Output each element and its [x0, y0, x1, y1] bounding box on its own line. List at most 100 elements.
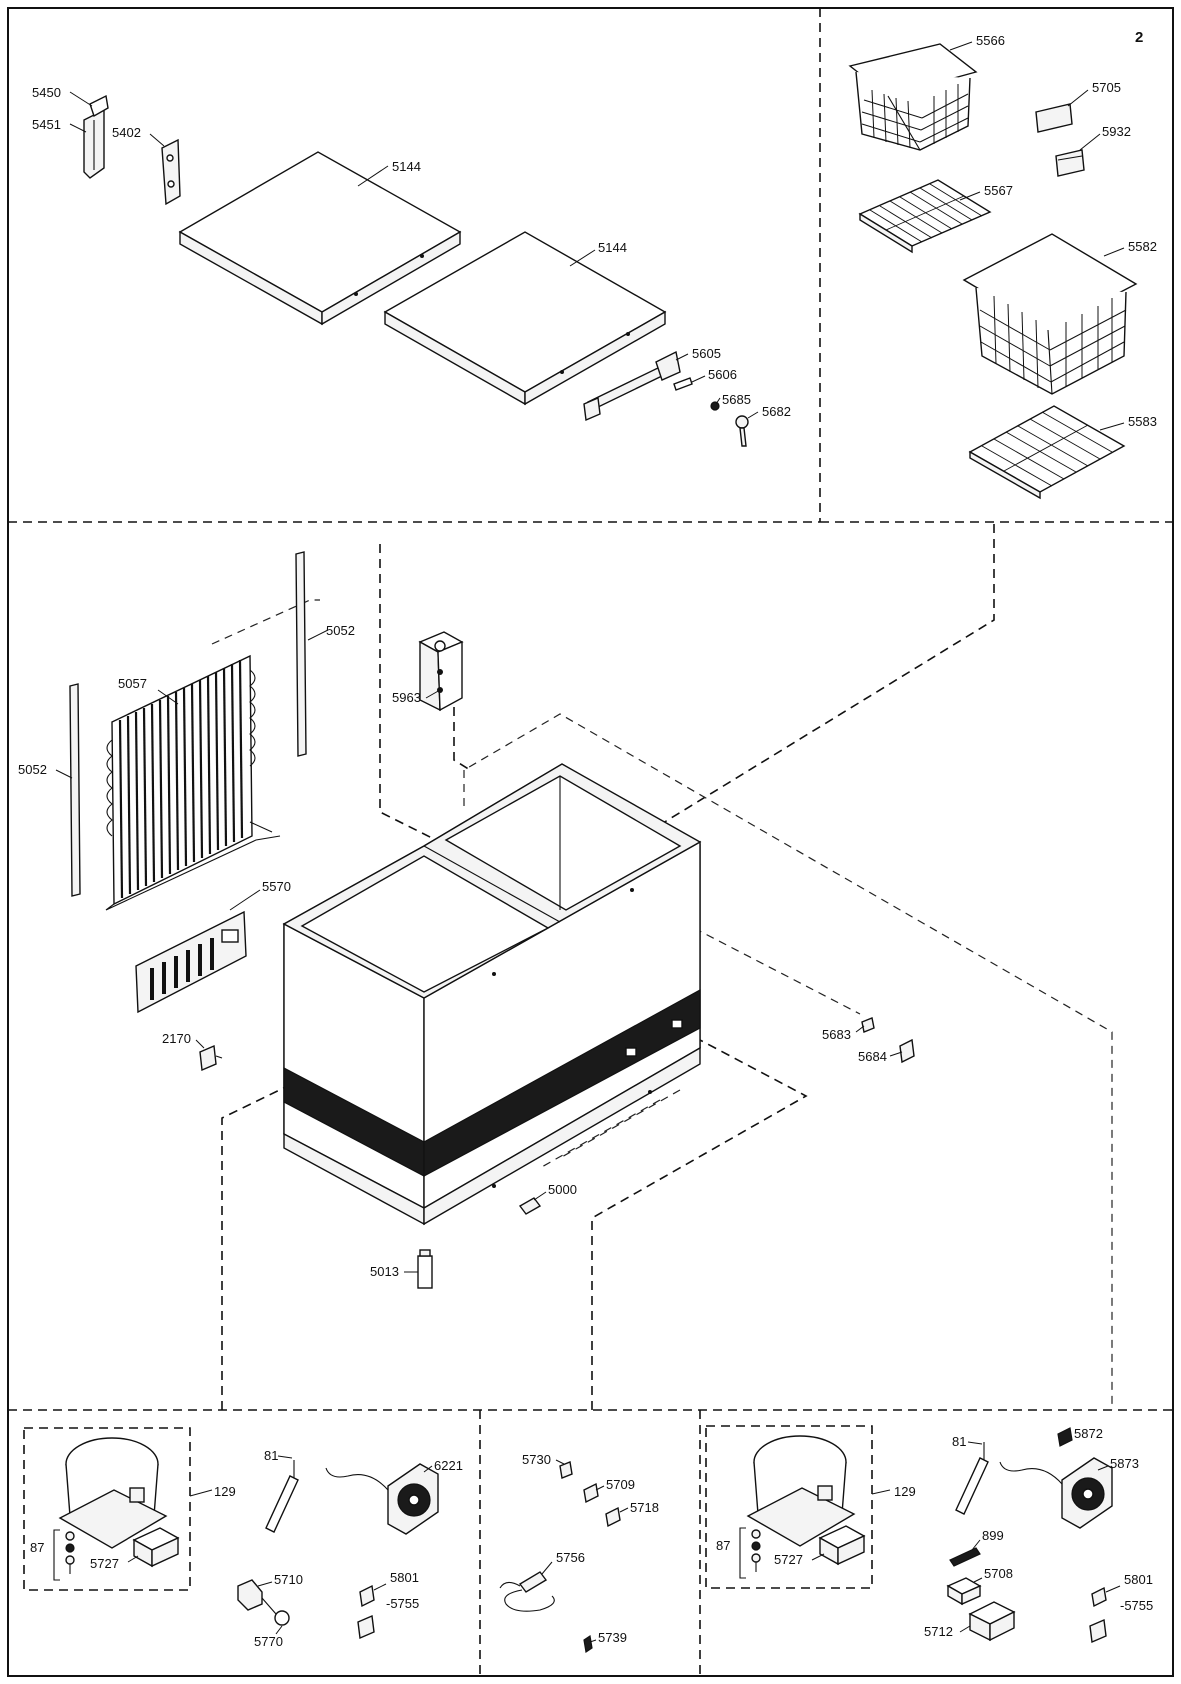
part-label-87-left: 87 — [30, 1540, 44, 1555]
hinge-screw-parts — [861, 1017, 915, 1064]
electric-parts-left: 81 6221 5710 5770 5801 -5755 — [237, 1448, 463, 1649]
relay-box-right — [818, 1525, 866, 1566]
part-5709 — [583, 1482, 599, 1504]
part-label-5755-left: -5755 — [386, 1596, 419, 1611]
condenser-coil — [105, 654, 281, 911]
side-rail-left — [69, 683, 81, 897]
part-label-2170: 2170 — [162, 1031, 191, 1046]
part-label-5709: 5709 — [606, 1477, 635, 1492]
part-5755-right — [1089, 1618, 1107, 1644]
part-label-5570: 5570 — [262, 879, 291, 894]
part-label-129-right: 129 — [894, 1484, 916, 1499]
part-899 — [949, 1547, 981, 1567]
compressor-right — [746, 1435, 856, 1547]
part-label-5052-right: 5052 — [326, 623, 355, 638]
handle-part — [583, 350, 693, 422]
capacitor-left — [237, 1579, 290, 1626]
part-5801-right — [1091, 1586, 1107, 1608]
part-label-5718: 5718 — [630, 1500, 659, 1515]
mounting-kit-right — [739, 1527, 761, 1579]
part-label-5013: 5013 — [370, 1264, 399, 1279]
sensor-cable — [499, 1571, 555, 1612]
fan-motor-right — [999, 1457, 1113, 1529]
lid-panel-right — [383, 231, 667, 406]
part-label-899: 899 — [982, 1528, 1004, 1543]
part-label-5872: 5872 — [1074, 1426, 1103, 1441]
part-label-5402: 5402 — [112, 125, 141, 140]
part-label-5770: 5770 — [254, 1634, 283, 1649]
part-label-5567: 5567 — [984, 183, 1013, 198]
part-label-129-left: 129 — [214, 1484, 236, 1499]
lid-panel-left — [178, 151, 462, 326]
part-label-5801-right: 5801 — [1124, 1572, 1153, 1587]
part-label-5000: 5000 — [548, 1182, 577, 1197]
clip-part — [199, 1044, 223, 1072]
part-label-5566: 5566 — [976, 33, 1005, 48]
part-label-5712: 5712 — [924, 1624, 953, 1639]
part-label-5606: 5606 — [708, 367, 737, 382]
electric-parts-middle: 5730 5709 5718 5756 5739 — [499, 1452, 659, 1654]
basket-clip-parts — [1035, 103, 1085, 177]
part-label-5451: 5451 — [32, 117, 61, 132]
drain-plug — [417, 1249, 433, 1289]
compressor-left — [58, 1437, 168, 1549]
compressor-kit-left: 129 87 5727 — [23, 1427, 236, 1591]
wire-basket-small — [848, 43, 978, 151]
diagram-frame — [7, 7, 1174, 1677]
lid-section: 5450 5451 5402 5144 5144 5605 5606 5685 … — [32, 85, 791, 447]
compressor-kit-right: 129 87 5727 — [705, 1425, 916, 1589]
basket-section: 5566 5705 5932 5567 5582 5583 — [848, 33, 1157, 500]
part-label-5583: 5583 — [1128, 414, 1157, 429]
part-label-5057: 5057 — [118, 676, 147, 691]
cabinet-section: 5052 5052 5057 5963 5570 2170 5683 5684 … — [18, 524, 1113, 1410]
part-label-5739: 5739 — [598, 1630, 627, 1645]
electric-parts-right: 81 5872 5873 899 5708 5712 5801 -5755 — [924, 1426, 1153, 1644]
part-label-5605: 5605 — [692, 346, 721, 361]
freezer-cabinet — [282, 763, 702, 1226]
part-label-5755-right: -5755 — [1120, 1598, 1153, 1613]
part-label-81-right: 81 — [952, 1434, 966, 1449]
part-label-5756: 5756 — [556, 1550, 585, 1565]
page-number: 2 — [1135, 29, 1143, 46]
fan-motor-left — [325, 1463, 439, 1535]
part-label-5052-left: 5052 — [18, 762, 47, 777]
part-5739 — [583, 1634, 593, 1654]
part-label-5683: 5683 — [822, 1027, 851, 1042]
wire-basket-large — [962, 233, 1138, 395]
part-5730 — [559, 1461, 573, 1479]
part-label-5682: 5682 — [762, 404, 791, 419]
relay-box-left — [132, 1527, 180, 1568]
thermostat-bulb-left — [265, 1460, 299, 1533]
part-label-87-right: 87 — [716, 1538, 730, 1553]
part-label-5684: 5684 — [858, 1049, 887, 1064]
side-rail-right — [295, 551, 307, 757]
part-label-5450: 5450 — [32, 85, 61, 100]
mounting-kit-left — [53, 1529, 75, 1581]
part-5718 — [605, 1506, 621, 1528]
part-label-5727-left: 5727 — [90, 1556, 119, 1571]
part-label-5801-left: 5801 — [390, 1570, 419, 1585]
part-label-5705: 5705 — [1092, 80, 1121, 95]
part-label-5144-a: 5144 — [392, 159, 421, 174]
part-label-5685: 5685 — [722, 392, 751, 407]
part-label-5873: 5873 — [1110, 1456, 1139, 1471]
part-5712 — [968, 1601, 1016, 1642]
wire-grid-small — [858, 179, 992, 254]
part-5872 — [1057, 1427, 1073, 1447]
part-label-6221: 6221 — [434, 1458, 463, 1473]
part-label-5932: 5932 — [1102, 124, 1131, 139]
lock-parts — [710, 401, 749, 447]
thermostat-bulb-right — [955, 1442, 989, 1515]
latch-part — [161, 138, 181, 206]
vent-grille — [135, 910, 247, 1014]
part-label-81-left: 81 — [264, 1448, 278, 1463]
part-label-5730: 5730 — [522, 1452, 551, 1467]
thermostat-housing — [418, 631, 464, 712]
part-label-5144-b: 5144 — [598, 240, 627, 255]
part-label-5710: 5710 — [274, 1572, 303, 1587]
foot-part — [518, 1197, 542, 1215]
hinge-part — [83, 94, 109, 179]
switch-parts-left — [357, 1584, 375, 1640]
part-label-5963: 5963 — [392, 690, 421, 705]
